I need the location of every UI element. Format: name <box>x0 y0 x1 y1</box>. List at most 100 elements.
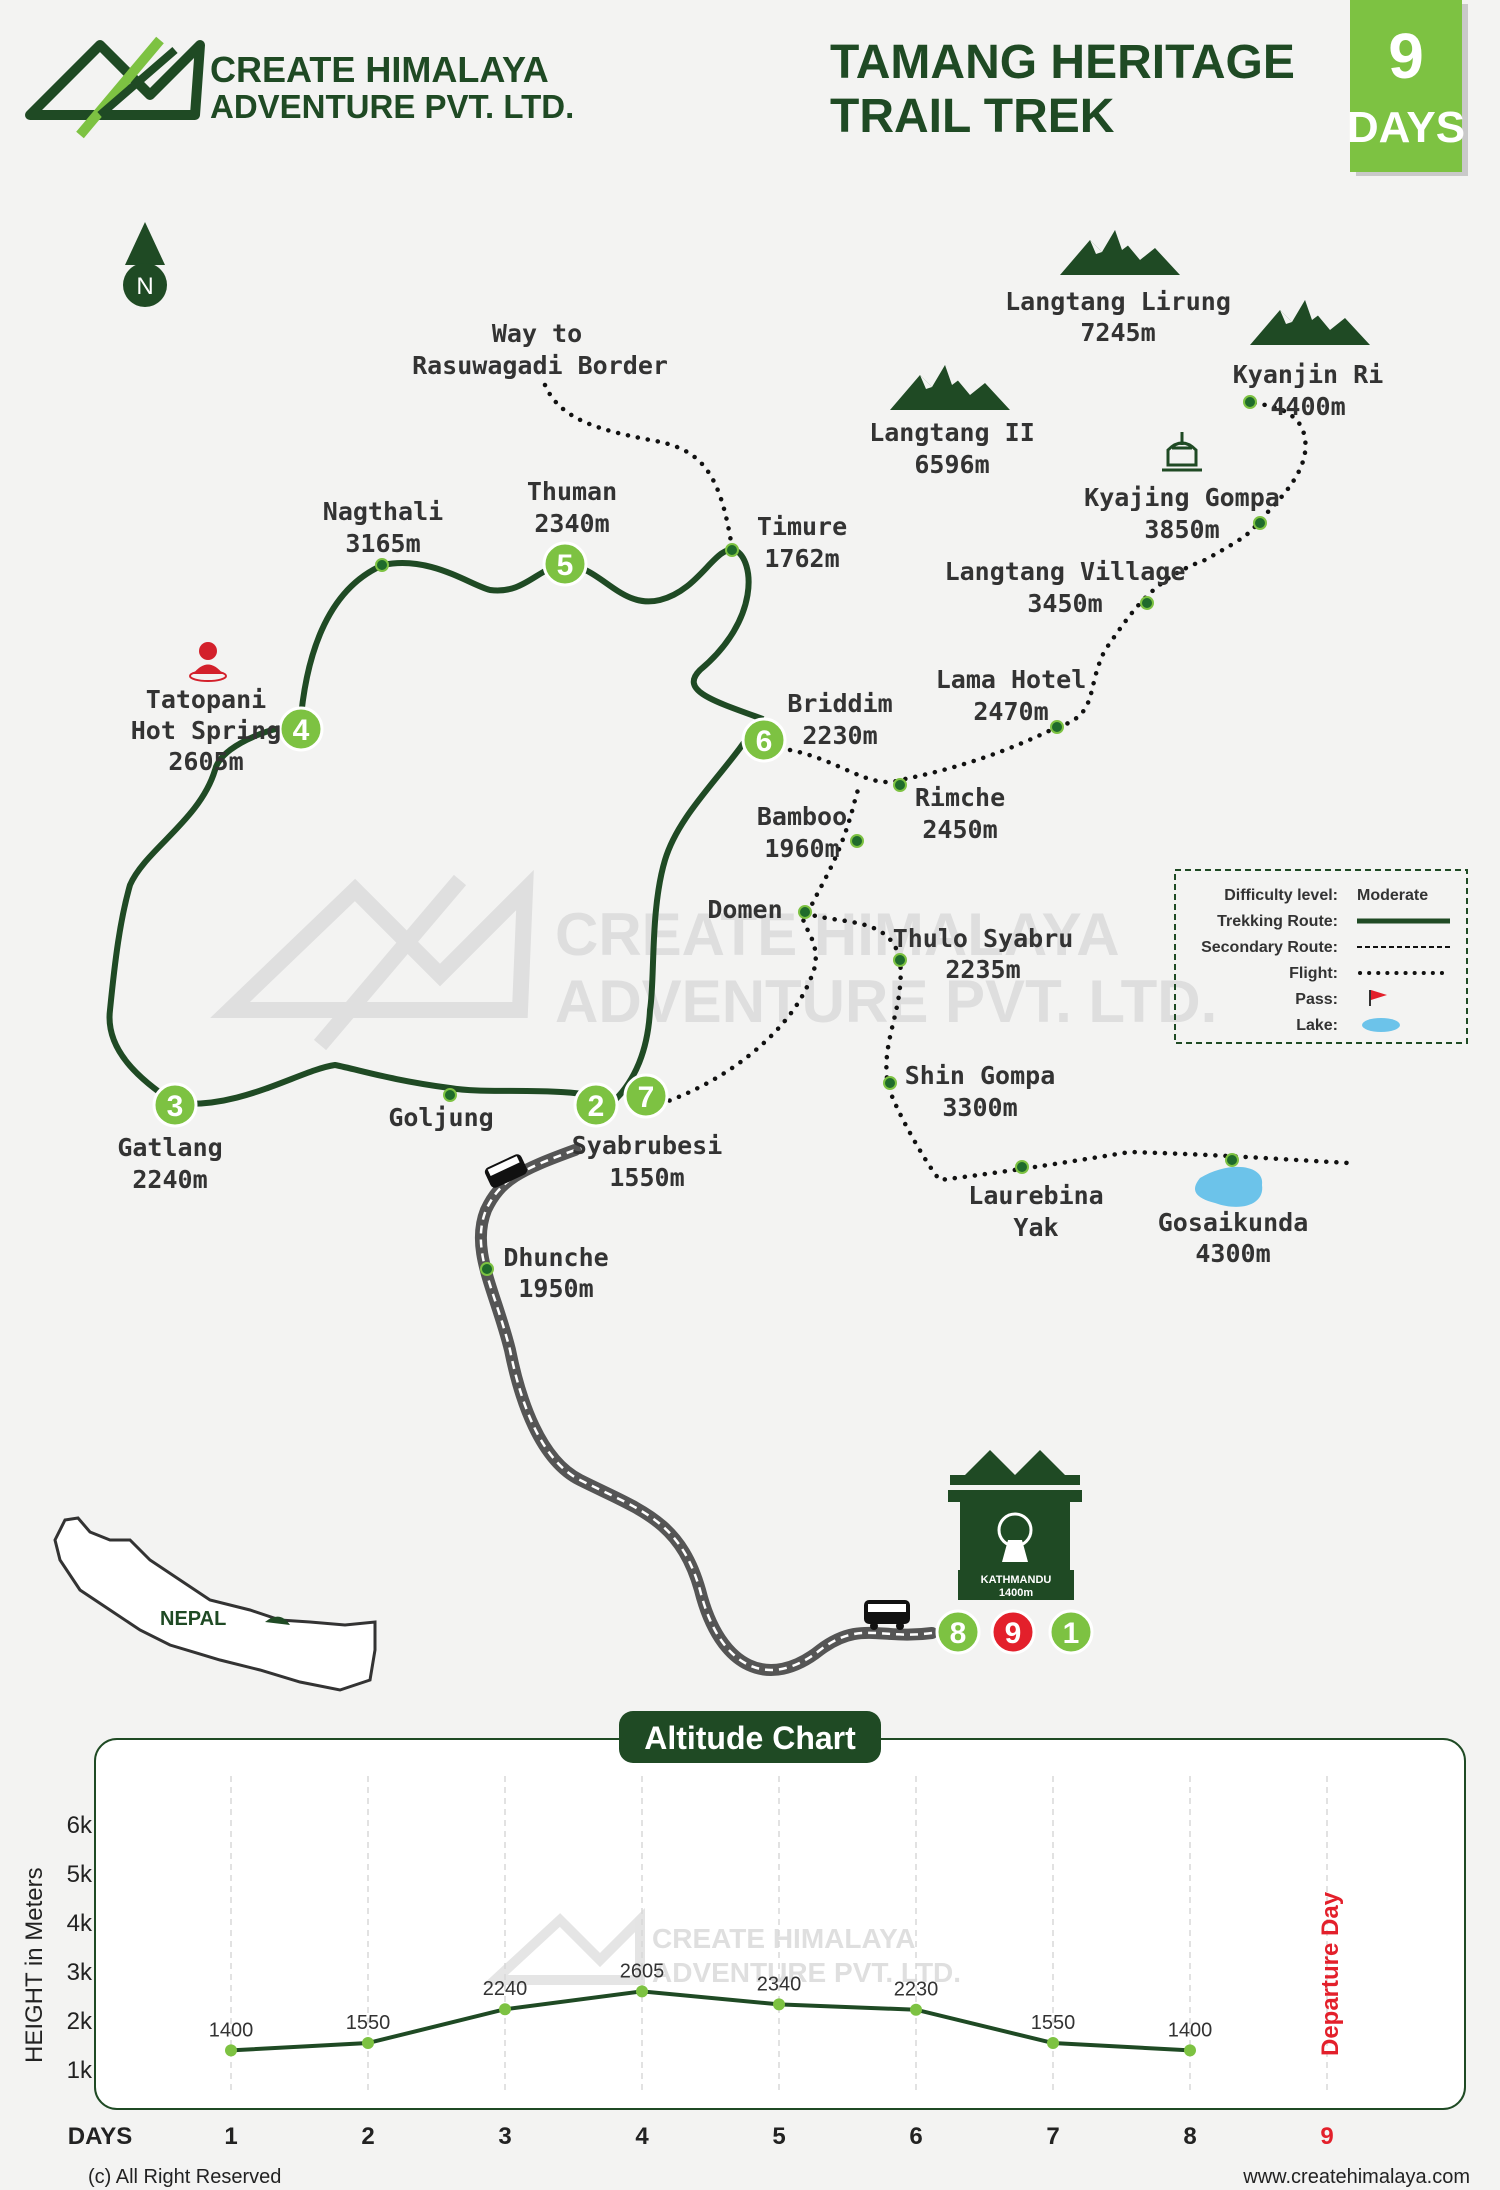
chart-point <box>910 2003 922 2016</box>
langtang-ii-alt: 6596m <box>914 450 989 479</box>
tatopani-alt: 2605m <box>168 747 243 776</box>
day-marker-2 <box>573 1082 619 1128</box>
map-watermark: CREATE HIMALAYA ADVENTURE PVT. LTD. <box>210 869 1217 1051</box>
mountain-langtang-ii-icon <box>890 365 1010 410</box>
chart-xtick-label: 1 <box>224 2123 237 2150</box>
trek-title-line1: TAMANG HERITAGE <box>830 36 1295 89</box>
road-route <box>474 1144 938 1676</box>
day-markers: 3 4 5 6 2 7 8 9 1 <box>152 541 1094 1655</box>
lama-hotel-name: Lama Hotel <box>936 665 1087 694</box>
chart-xtick-label: 3 <box>498 2123 511 2150</box>
chart-xtick-label: 5 <box>772 2123 785 2150</box>
chart-data-label: 1400 <box>1168 2019 1213 2041</box>
day-marker-8 <box>935 1609 981 1655</box>
langtang-ii-name: Langtang II <box>869 418 1035 447</box>
departure-day-annotation: Departure Day <box>1317 1891 1344 2056</box>
copyright-text: (c) All Right Reserved <box>88 2166 281 2188</box>
day-marker-7 <box>623 1073 669 1119</box>
thulo-syabru-name: Thulo Syabru <box>893 924 1074 953</box>
chart-xtick-label: 8 <box>1183 2123 1196 2150</box>
way-to-line2: Rasuwagadi Border <box>412 351 668 380</box>
north-compass-icon: N <box>123 222 167 307</box>
lake-icon <box>1362 1018 1400 1032</box>
waypoint-dots <box>375 395 1267 1276</box>
chart-xtick-label: 9 <box>1320 2123 1333 2150</box>
domen-name: Domen <box>707 895 782 924</box>
chart-xlabel: DAYS <box>68 2123 132 2150</box>
altitude-chart: Altitude Chart CREATE HIMALAYA ADVENTURE… <box>21 1711 1466 2150</box>
brand-logo <box>25 36 205 139</box>
day-marker-5 <box>542 541 588 587</box>
chart-ytick-label: 1k <box>67 2057 93 2084</box>
chart-point <box>225 2044 237 2057</box>
chart-data-label: 2605 <box>620 1960 665 1982</box>
svg-text:8: 8 <box>950 1617 967 1650</box>
kyajing-gompa-alt: 3850m <box>1144 515 1219 544</box>
shin-gompa-alt: 3300m <box>942 1093 1017 1122</box>
chart-point <box>362 2037 374 2050</box>
syabrubesi-alt: 1550m <box>609 1163 684 1192</box>
nagthali-alt: 3165m <box>345 529 420 558</box>
svg-text:6: 6 <box>756 725 773 758</box>
pass-flag-icon <box>1369 990 1387 1006</box>
svg-text:ADVENTURE PVT. LTD.: ADVENTURE PVT. LTD. <box>555 968 1217 1035</box>
legend-lake: Lake: <box>1296 1017 1338 1034</box>
svg-text:N: N <box>136 273 153 300</box>
svg-text:2: 2 <box>588 1090 605 1123</box>
days-number: 9 <box>1388 20 1424 92</box>
kathmandu-temple-icon: KATHMANDU 1400m <box>948 1450 1082 1600</box>
chart-ytick-label: 6k <box>67 1812 93 1839</box>
day-marker-4 <box>278 706 324 752</box>
chart-data-label: 2240 <box>483 1978 528 2000</box>
chart-point <box>1047 2037 1059 2050</box>
gatlang-alt: 2240m <box>132 1165 207 1194</box>
bamboo-alt: 1960m <box>764 834 839 863</box>
svg-text:3: 3 <box>167 1090 184 1123</box>
lama-hotel-alt: 2470m <box>973 697 1048 726</box>
gatlang-name: Gatlang <box>117 1133 222 1162</box>
days-badge: 9 DAYS <box>1347 0 1468 176</box>
gosaikunda-name: Gosaikunda <box>1158 1208 1309 1237</box>
chart-xtick-label: 6 <box>909 2123 922 2150</box>
chart-point <box>773 1998 785 2011</box>
bamboo-name: Bamboo <box>757 802 847 831</box>
chart-xtick-label: 4 <box>635 2123 649 2150</box>
day-marker-9 <box>990 1609 1036 1655</box>
chart-data-label: 1550 <box>346 2012 391 2034</box>
nagthali-name: Nagthali <box>323 497 443 526</box>
goljung-name: Goljung <box>388 1103 493 1132</box>
chart-data-label: 1550 <box>1031 2012 1076 2034</box>
chart-xtick-label: 7 <box>1046 2123 1059 2150</box>
chart-ylabel: HEIGHT in Meters <box>21 1867 48 2063</box>
chart-data-label: 2340 <box>757 1973 802 1995</box>
svg-text:4: 4 <box>293 714 310 747</box>
dhunche-name: Dhunche <box>503 1243 608 1272</box>
day-marker-6 <box>741 717 787 763</box>
svg-text:1: 1 <box>1063 1617 1080 1650</box>
days-label: DAYS <box>1347 103 1465 152</box>
stupa-icon <box>1162 432 1202 472</box>
gosaikunda-alt: 4300m <box>1195 1239 1270 1268</box>
nepal-label: NEPAL <box>160 1608 226 1630</box>
chart-ytick-label: 2k <box>67 2008 93 2035</box>
langtang-lirung-name: Langtang Lirung <box>1005 287 1231 316</box>
chart-point <box>1184 2044 1196 2057</box>
briddim-alt: 2230m <box>802 721 877 750</box>
laurebina-name2: Yak <box>1013 1213 1058 1242</box>
day-marker-1 <box>1048 1609 1094 1655</box>
altitude-line <box>230 1989 1191 2053</box>
langtang-lirung-alt: 7245m <box>1080 318 1155 347</box>
thuman-name: Thuman <box>527 477 617 506</box>
syabrubesi-name: Syabrubesi <box>572 1131 723 1160</box>
mountain-langtang-lirung-icon <box>1060 230 1180 275</box>
legend-flight: Flight: <box>1289 965 1338 982</box>
kyanjin-ri-name: Kyanjin Ri <box>1233 360 1384 389</box>
legend-secondary: Secondary Route: <box>1201 939 1338 956</box>
day-marker-3 <box>152 1082 198 1128</box>
chart-xtick-label: 2 <box>361 2123 374 2150</box>
shin-gompa-name: Shin Gompa <box>905 1061 1056 1090</box>
legend-difficulty-label: Difficulty level: <box>1224 887 1338 904</box>
chart-point <box>499 2003 511 2016</box>
kyajing-gompa-name: Kyajing Gompa <box>1084 483 1280 512</box>
chart-watermark-line2: ADVENTURE PVT. LTD. <box>652 1957 961 1988</box>
